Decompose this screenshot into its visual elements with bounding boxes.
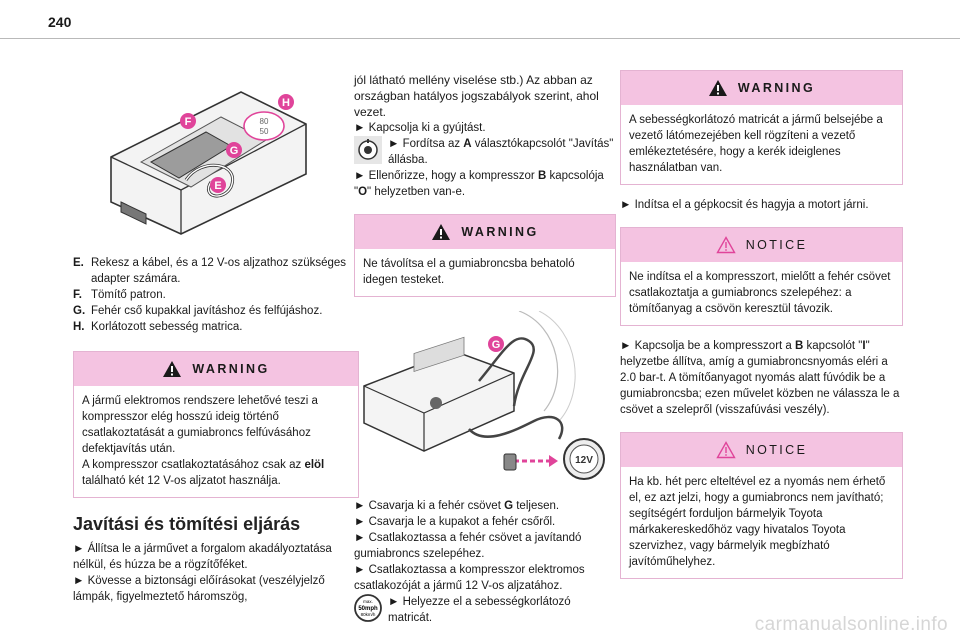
sticker-speed-top: 80 (260, 117, 269, 126)
speed-sticker-icon: max. 50mph 80km/h (354, 594, 382, 622)
legend-item: F.Tömítő patron. (73, 289, 166, 301)
warning-triangle-icon (708, 80, 727, 96)
label-f: F (185, 116, 192, 128)
selector-dial-icon (354, 136, 382, 164)
column-3: WARNING A sebességkorlátozó matricát a j… (620, 70, 903, 579)
svg-text:50mph: 50mph (358, 606, 378, 612)
warning-text: Ne távolítsa el a gumiabroncsba behatoló… (363, 258, 575, 286)
label-h: H (282, 97, 290, 109)
legend-item: G.Fehér cső kupakkal javításhoz és felfú… (73, 305, 323, 317)
warning-title: WARNING (737, 81, 816, 95)
notice-text: Ha kb. hét perc elteltével ez a nyomás n… (629, 476, 886, 568)
notice-header: NOTICE (621, 433, 902, 467)
warning-text: A sebességkorlátozó matricát a jármű bel… (629, 114, 883, 174)
steps-after: ► Csavarja ki a fehér csövet G teljesen.… (354, 500, 585, 592)
notice-triangle-icon (715, 236, 736, 254)
step-check: ► Ellenőrizze, hogy a kompresszor B kapc… (354, 170, 604, 198)
top-rule (0, 38, 960, 39)
label-g: G (492, 339, 501, 351)
legend-item: H.Korlátozott sebesség matrica. (73, 321, 243, 333)
watermark: carmanualsonline.info (754, 614, 948, 635)
warning-triangle-icon (163, 361, 182, 377)
page-number: 240 (48, 14, 72, 30)
column-1: 80 50 H F G E E.Rekesz a kábel, és a 12 … (73, 62, 359, 605)
warning-header: WARNING (355, 215, 615, 249)
warning-title: WARNING (192, 362, 270, 376)
notice-box: NOTICE Ne indítsa el a kompresszort, mie… (620, 227, 903, 326)
step-rotate: ► Fordítsa az A választókapcsolót "Javít… (354, 136, 616, 168)
repair-kit-illustration: 80 50 H F G E (110, 91, 307, 235)
svg-text:max.: max. (363, 599, 373, 604)
warning-triangle-icon (432, 224, 451, 240)
column-2: jól látható mellény viselése stb.) Az ab… (354, 72, 616, 626)
warning-header: WARNING (621, 71, 902, 105)
warning-title: WARNING (461, 225, 539, 239)
svg-text:80km/h: 80km/h (361, 612, 376, 617)
legend-item: E.Rekesz a kábel, és a 12 V-os aljzathoz… (73, 257, 347, 285)
warning-box: WARNING Ne távolítsa el a gumiabroncsba … (354, 214, 616, 297)
label-g: G (230, 145, 239, 157)
notice-triangle-icon (715, 441, 736, 459)
warning-text: A jármű elektromos rendszere lehetővé te… (82, 395, 325, 487)
warning-header: WARNING (74, 352, 358, 386)
notice-box: NOTICE Ha kb. hét perc elteltével ez a n… (620, 432, 903, 579)
notice-header: NOTICE (621, 228, 902, 262)
sticker-speed-bottom: 50 (260, 127, 269, 136)
step-switch: ► Kapcsolja be a kompresszort a B kapcso… (620, 340, 900, 416)
steps-text: ► Állítsa le a járművet a forgalom akadá… (73, 543, 332, 603)
section-title: Javítási és tömítési eljárás (73, 514, 301, 534)
compressor-illustration: 12V G (363, 311, 605, 480)
notice-text: Ne indítsa el a kompresszort, mielőtt a … (629, 271, 891, 315)
step-sticker: max. 50mph 80km/h ► Helyezze el a sebess… (354, 594, 616, 626)
socket-label: 12V (575, 455, 593, 466)
figure-legend: E.Rekesz a kábel, és a 12 V-os aljzathoz… (73, 255, 359, 335)
step-ignition: ► Kapcsolja ki a gyújtást. (354, 122, 486, 134)
notice-title: NOTICE (745, 443, 808, 457)
continuation-text: jól látható mellény viselése stb.) Az ab… (354, 73, 599, 119)
warning-box: WARNING A jármű elektromos rendszere leh… (73, 351, 359, 498)
warning-box: WARNING A sebességkorlátozó matricát a j… (620, 70, 903, 185)
label-e: E (214, 180, 221, 192)
step-start: ► Indítsa el a gépkocsit és hagyja a mot… (620, 199, 869, 211)
notice-title: NOTICE (745, 238, 808, 252)
